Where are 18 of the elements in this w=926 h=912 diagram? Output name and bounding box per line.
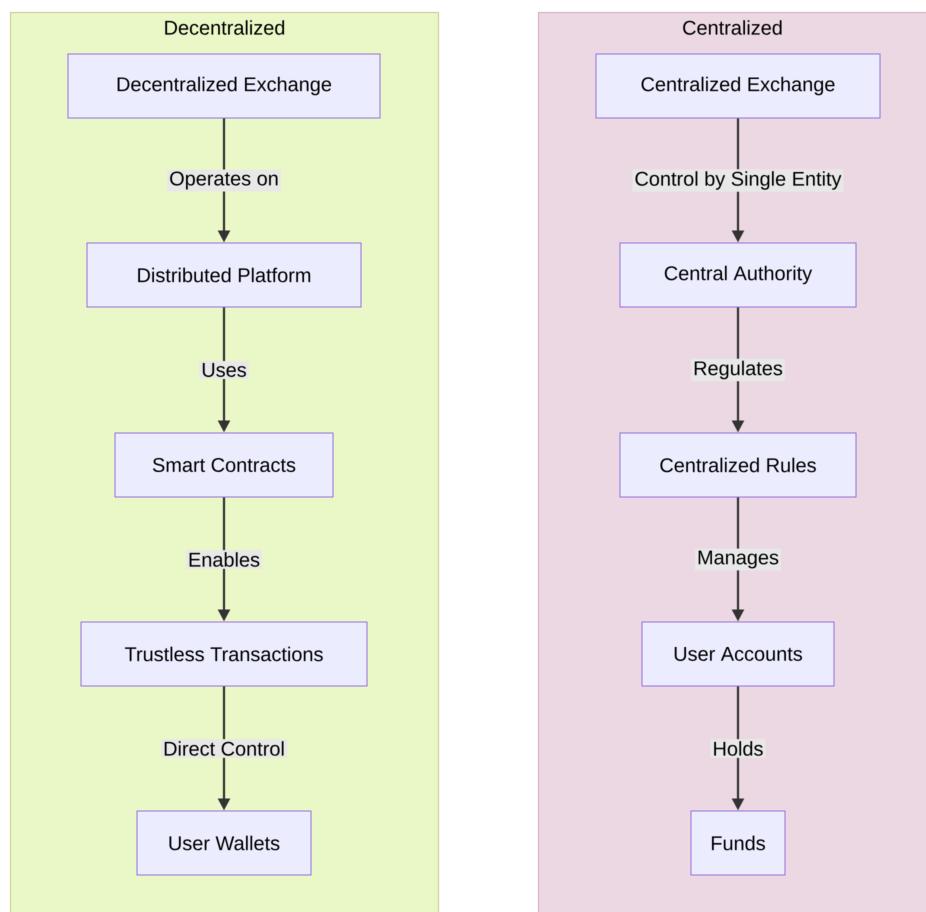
edge-label: Holds bbox=[710, 739, 766, 758]
process-box: Decentralized Exchange bbox=[68, 54, 380, 118]
edge-label: Manages bbox=[695, 548, 781, 570]
process-box: Central Authority bbox=[620, 242, 856, 308]
edge-label: Direct Control bbox=[161, 739, 287, 758]
process-box: User Accounts bbox=[642, 622, 834, 686]
edge-label: Regulates bbox=[691, 358, 785, 382]
process-box: Distributed Platform bbox=[86, 242, 362, 308]
process-box: Funds bbox=[690, 810, 786, 876]
process-box: User Wallets bbox=[136, 810, 312, 876]
process-box: Centralized Rules bbox=[620, 432, 856, 498]
process-box: Centralized Exchange bbox=[596, 54, 880, 118]
process-box: Smart Contracts bbox=[114, 432, 334, 498]
edge-label: Control by Single Entity bbox=[632, 169, 844, 192]
edge-label: Uses bbox=[199, 361, 249, 379]
process-box: Trustless Transactions bbox=[80, 622, 368, 686]
edge-label: Enables bbox=[186, 550, 262, 569]
edge-label: Operates on bbox=[167, 169, 281, 192]
